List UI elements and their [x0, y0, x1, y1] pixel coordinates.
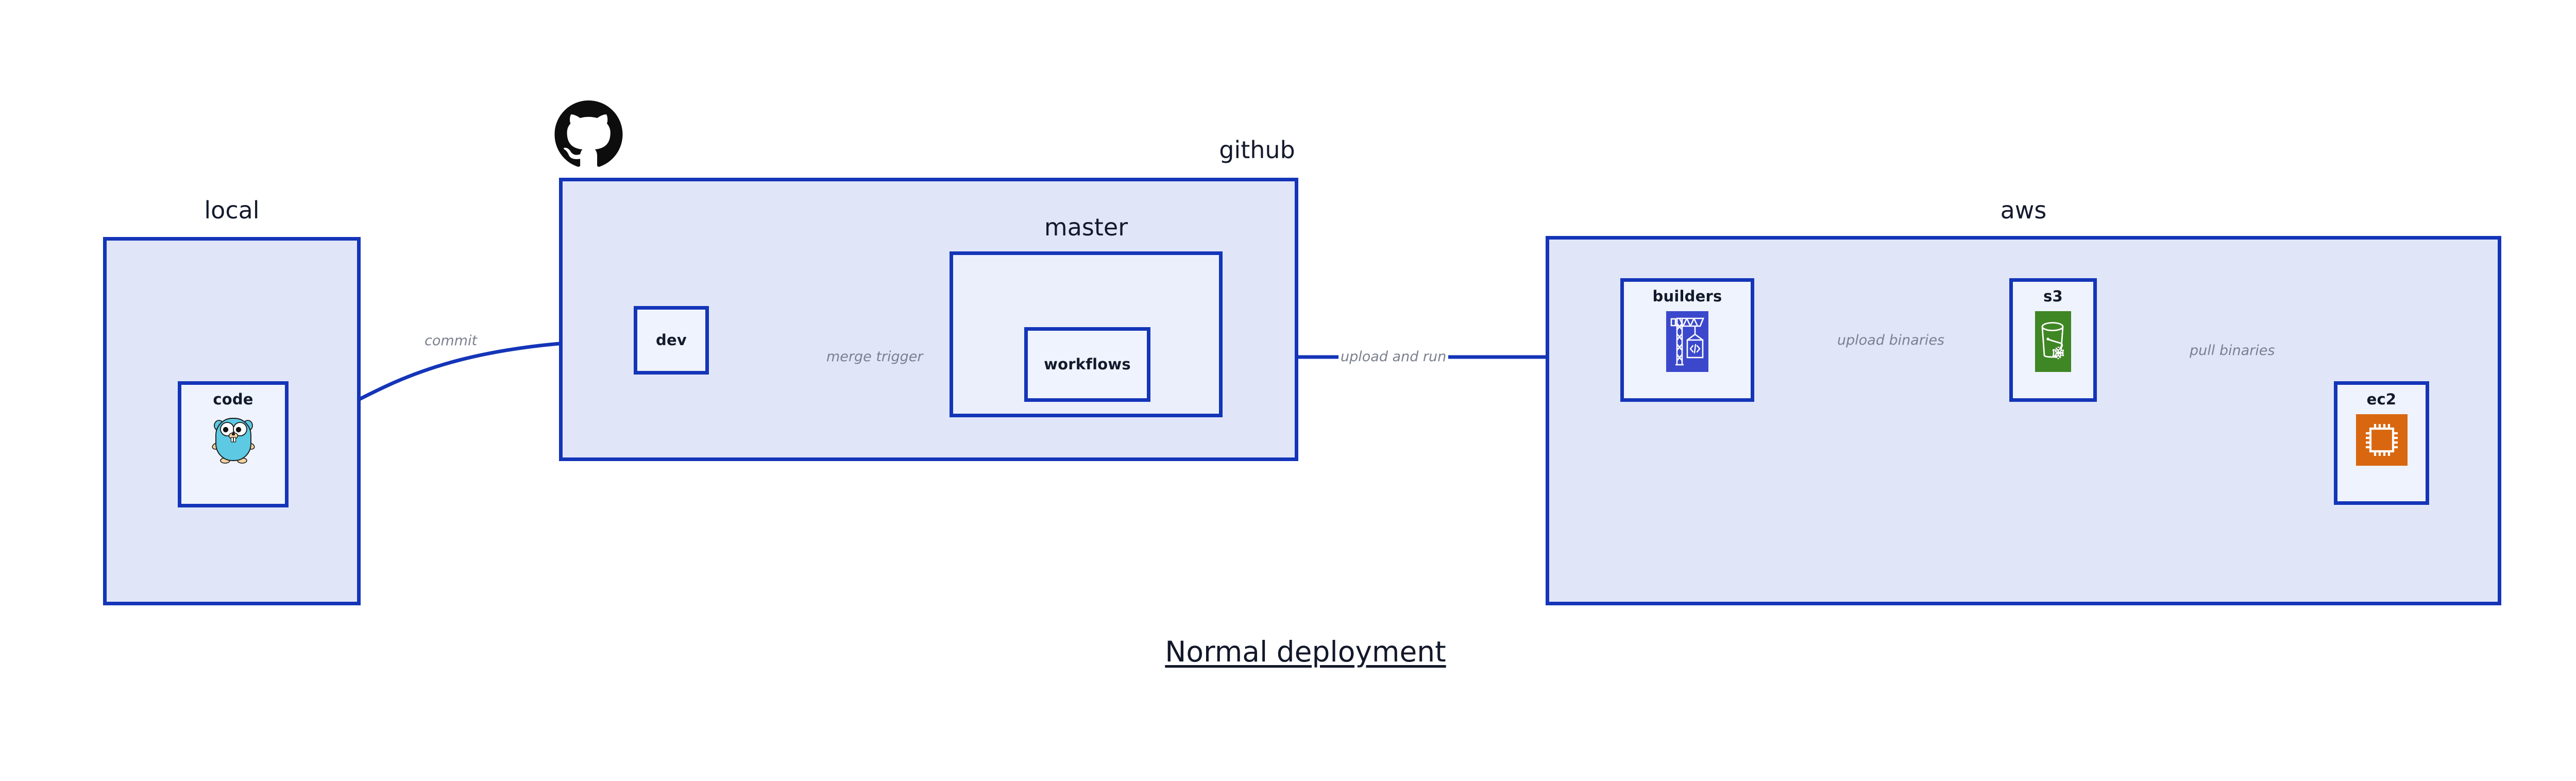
aws-ec2-chip-icon — [2355, 414, 2408, 468]
edge-label-commit: commit — [422, 334, 480, 348]
group-title-master: master — [1044, 213, 1128, 241]
github-octocat-icon — [554, 100, 623, 171]
group-title-github: github — [1219, 136, 1295, 164]
node-builders-label: builders — [1652, 287, 1722, 305]
diagram-title: Normal deployment — [1165, 635, 1446, 668]
node-s3-label: s3 — [2043, 287, 2063, 305]
node-workflows[interactable]: workflows — [1024, 327, 1150, 402]
node-ec2-label: ec2 — [2366, 390, 2397, 408]
edge-label-pull-binaries: pull binaries — [2188, 344, 2277, 358]
edge-label-merge-trigger: merge trigger — [824, 350, 925, 364]
group-title-local: local — [204, 196, 260, 224]
aws-s3-bucket-icon — [2035, 311, 2071, 374]
go-gopher-icon — [211, 414, 256, 466]
group-title-aws: aws — [2000, 196, 2047, 224]
node-ec2[interactable]: ec2 — [2334, 381, 2429, 505]
node-builders[interactable]: builders — [1620, 278, 1754, 402]
edge-label-upload-binaries: upload binaries — [1835, 333, 1947, 347]
edge-label-upload-and-run: upload and run — [1338, 350, 1449, 364]
node-s3[interactable]: s3 — [2009, 278, 2097, 402]
node-dev[interactable]: dev — [634, 306, 709, 375]
node-code-label: code — [213, 390, 253, 408]
node-code[interactable]: code — [178, 381, 289, 507]
node-workflows-label: workflows — [1044, 355, 1131, 373]
node-dev-label: dev — [656, 331, 687, 349]
aws-codebuild-crane-icon — [1666, 311, 1708, 374]
